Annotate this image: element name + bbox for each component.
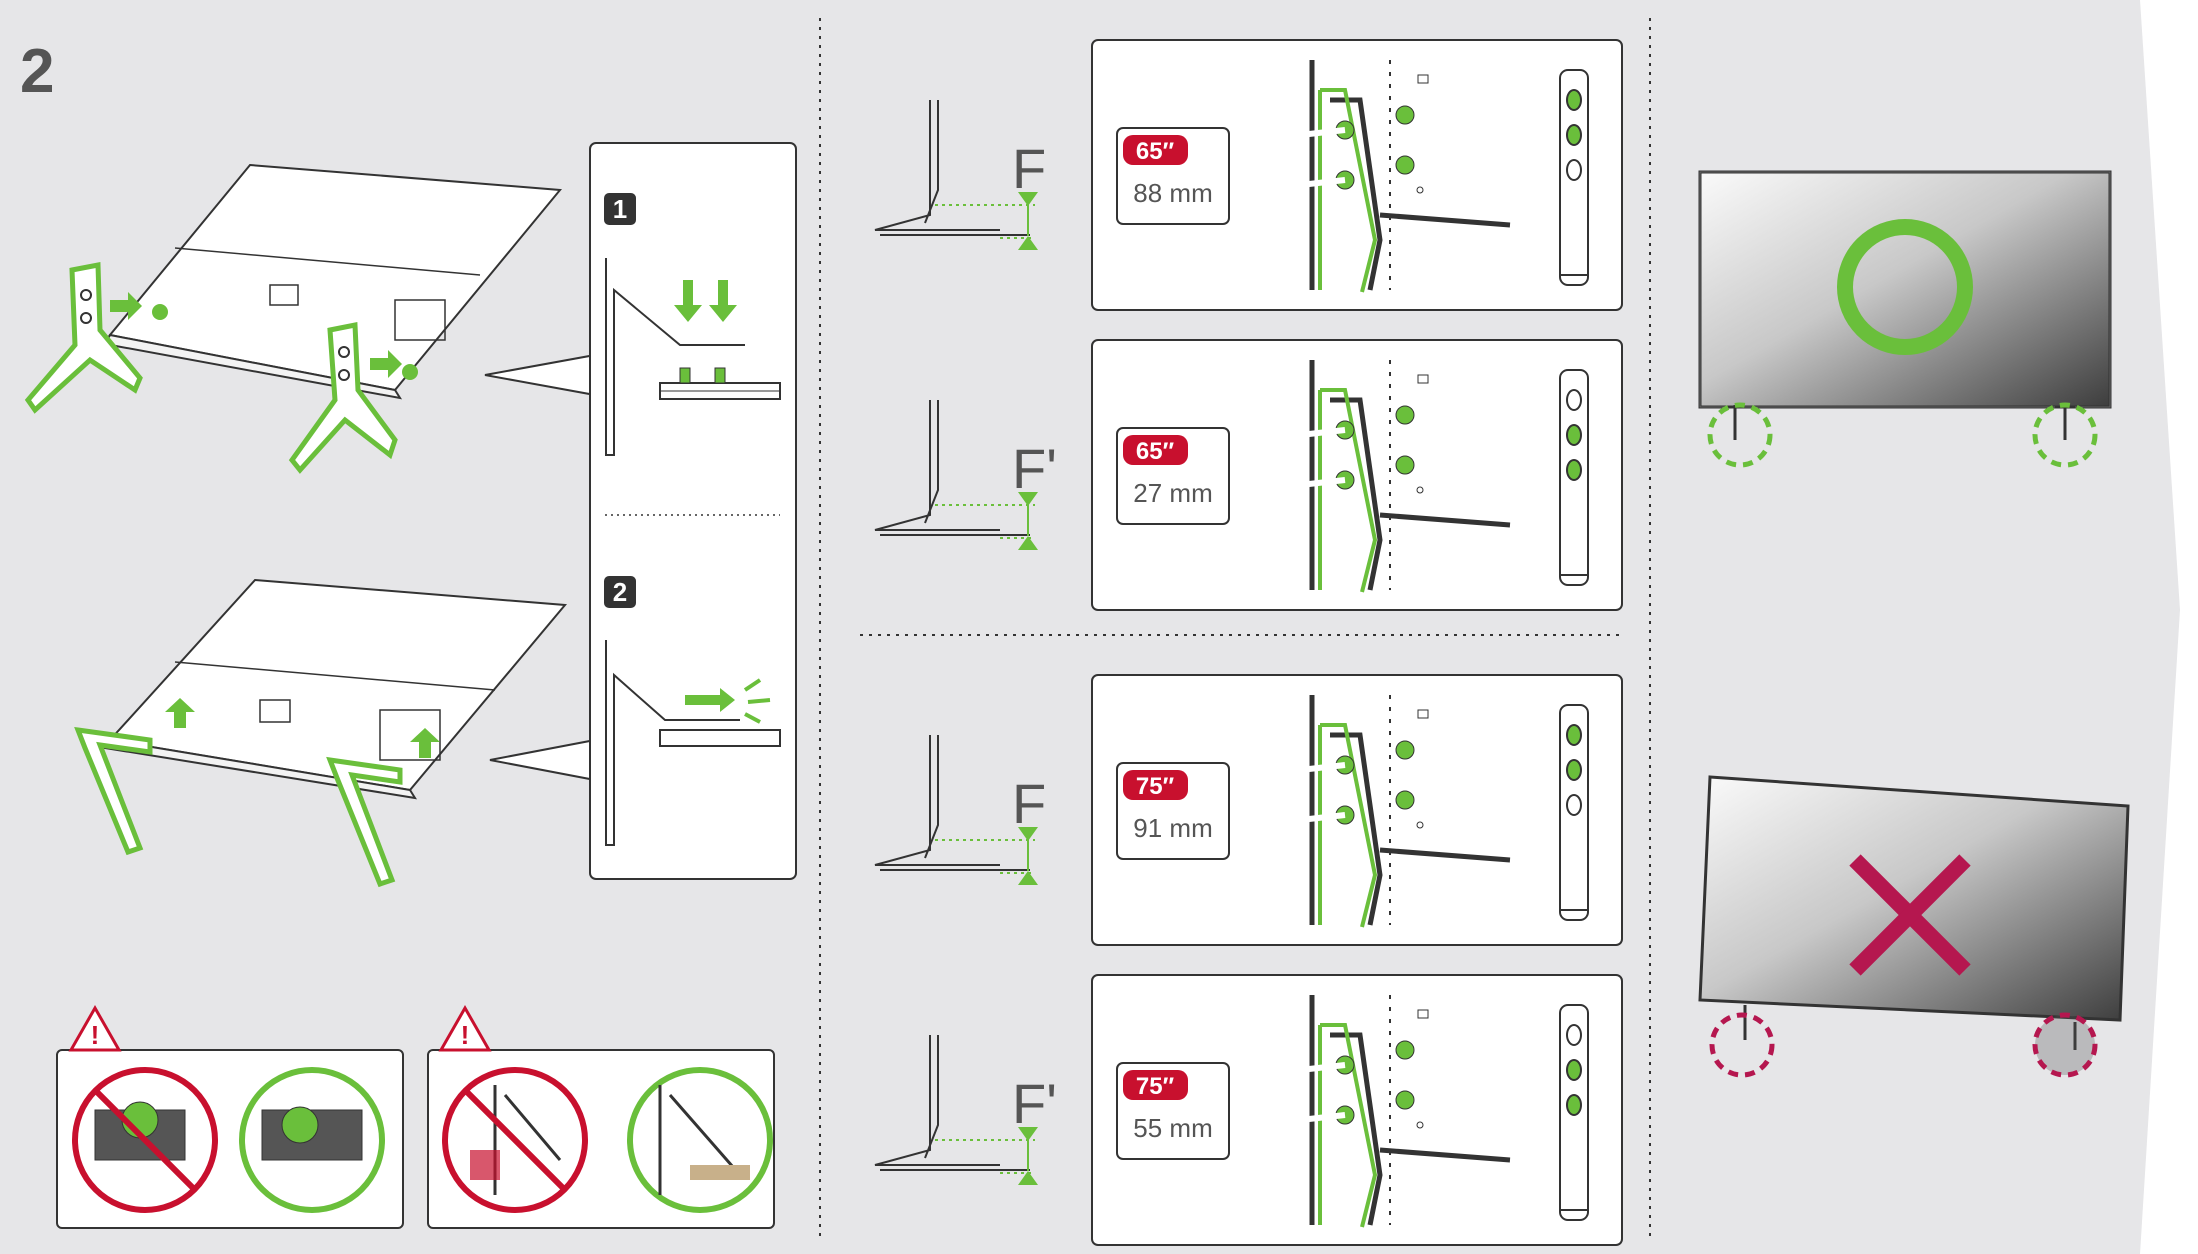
- screen-size-badge: 65″: [1136, 138, 1175, 165]
- svg-text:!: !: [91, 1020, 100, 1050]
- step-badge-label: 2: [613, 577, 627, 607]
- height-letter: F': [1012, 1072, 1057, 1135]
- height-measure: 88 mm: [1133, 178, 1212, 208]
- step-number: 2: [20, 37, 54, 106]
- screw-icon: [1396, 406, 1414, 424]
- screen-size-badge: 75″: [1136, 773, 1175, 800]
- screw-icon: [1396, 456, 1414, 474]
- height-letter: F: [1012, 137, 1046, 200]
- screw-icon: [1396, 791, 1414, 809]
- screw-icon: [1396, 1041, 1414, 1059]
- height-letter: F': [1012, 437, 1057, 500]
- svg-text:!: !: [461, 1020, 470, 1050]
- screen-size-badge: 65″: [1136, 438, 1175, 465]
- height-measure: 27 mm: [1133, 478, 1212, 508]
- screw-icon: [1396, 741, 1414, 759]
- screw-icon: [1396, 156, 1414, 174]
- screw-icon: [1396, 1091, 1414, 1109]
- height-measure: 91 mm: [1133, 813, 1212, 843]
- step-badge-label: 1: [613, 194, 627, 224]
- screen-size-badge: 75″: [1136, 1073, 1175, 1100]
- detail-box: 1 2: [590, 143, 796, 879]
- height-measure: 55 mm: [1133, 1113, 1212, 1143]
- screw-icon: [1396, 106, 1414, 124]
- height-letter: F: [1012, 772, 1046, 835]
